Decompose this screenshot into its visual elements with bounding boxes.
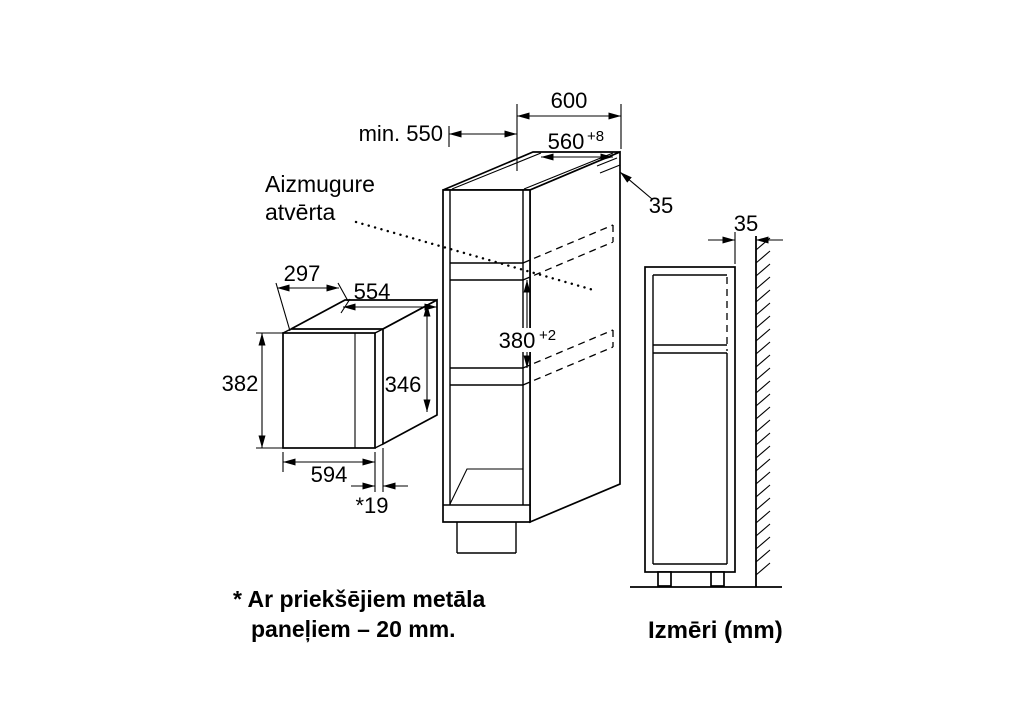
dim-ext-lines bbox=[256, 332, 285, 449]
dim-label-niche-height-tolerance: +2 bbox=[539, 327, 556, 344]
side-cabinet-outline bbox=[644, 266, 736, 573]
dim-label-body-depth: 297 bbox=[284, 261, 321, 286]
cabinet-floor-perspective bbox=[449, 468, 523, 505]
dim-label-cabinet-depth: 600 bbox=[551, 88, 588, 113]
dim-label-niche-width: 560 bbox=[548, 129, 585, 154]
dim-label-front-protrusion: *19 bbox=[355, 493, 388, 518]
wall bbox=[755, 236, 771, 587]
dim-front-height-382: 382 bbox=[222, 332, 285, 449]
side-cabinet bbox=[644, 266, 736, 587]
cabinet-front-face bbox=[442, 189, 531, 523]
dim-label-front-width: 594 bbox=[311, 462, 348, 487]
dim-niche-depth-550: min. 550 bbox=[359, 121, 517, 147]
dim-body-height-346: 346 bbox=[385, 304, 431, 412]
side-cabinet-inner-lines bbox=[652, 274, 728, 565]
dim-front-protrusion-19: *19 bbox=[351, 448, 408, 518]
back-open-annotation: Aizmugure atvērta bbox=[265, 171, 599, 293]
dotted-leader-line bbox=[354, 220, 599, 293]
dim-label-body-height: 346 bbox=[385, 372, 422, 397]
dim-wall-clearance-35: 35 bbox=[708, 211, 783, 264]
back-open-label-line2: atvērta bbox=[265, 199, 336, 225]
microwave-front-face bbox=[282, 332, 376, 449]
dim-rear-clearance-35: 35 bbox=[596, 157, 673, 218]
dim-label-front-height: 382 bbox=[222, 371, 259, 396]
dim-front-width-594: 594 bbox=[282, 452, 376, 492]
side-cabinet-leg-left bbox=[657, 571, 672, 587]
dim-niche-height-380: 380 +2 bbox=[495, 280, 557, 368]
dim-label-rear-clearance: 35 bbox=[649, 193, 673, 218]
dim-cabinet-depth-600: 600 bbox=[516, 88, 622, 171]
dim-niche-width-560: 560 +8 bbox=[451, 128, 614, 190]
tall-cabinet bbox=[442, 150, 621, 554]
leader-arrow bbox=[619, 171, 653, 200]
dim-body-width-554: 554 bbox=[340, 279, 437, 314]
label-knockout bbox=[495, 328, 557, 352]
dim-label-niche-width-tolerance: +8 bbox=[587, 128, 604, 145]
dim-label-body-width: 554 bbox=[354, 279, 391, 304]
dim-label-niche-height: 380 bbox=[499, 328, 536, 353]
dim-label-wall-clearance: 35 bbox=[734, 211, 758, 236]
footnote-line1: * Ar priekšējiem metāla bbox=[233, 586, 485, 612]
units-label: Izmēri (mm) bbox=[648, 617, 783, 644]
side-cabinet-leg-right bbox=[710, 571, 725, 587]
cabinet-shelf-hidden-edges bbox=[522, 224, 614, 386]
rear-gap-strip bbox=[596, 157, 621, 174]
wall-hatching bbox=[755, 237, 771, 576]
dim-body-depth-297: 297 bbox=[275, 261, 349, 332]
footnote-line2: paneļiem – 20 mm. bbox=[251, 616, 456, 642]
dim-label-niche-depth: min. 550 bbox=[359, 121, 443, 146]
back-open-label-line1: Aizmugure bbox=[265, 171, 375, 197]
